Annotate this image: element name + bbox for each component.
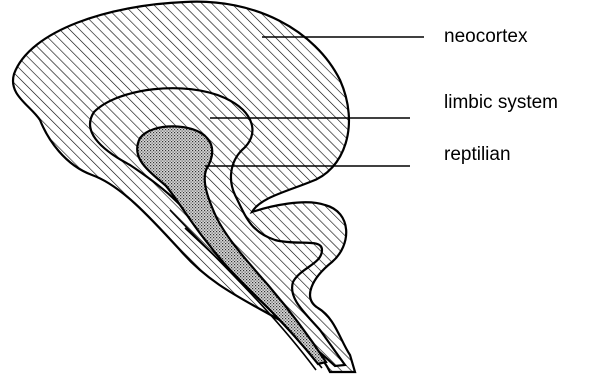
reptilian-label: reptilian — [444, 144, 511, 165]
limbic-system-label: limbic system — [444, 92, 558, 113]
neocortex-label: neocortex — [444, 26, 528, 47]
